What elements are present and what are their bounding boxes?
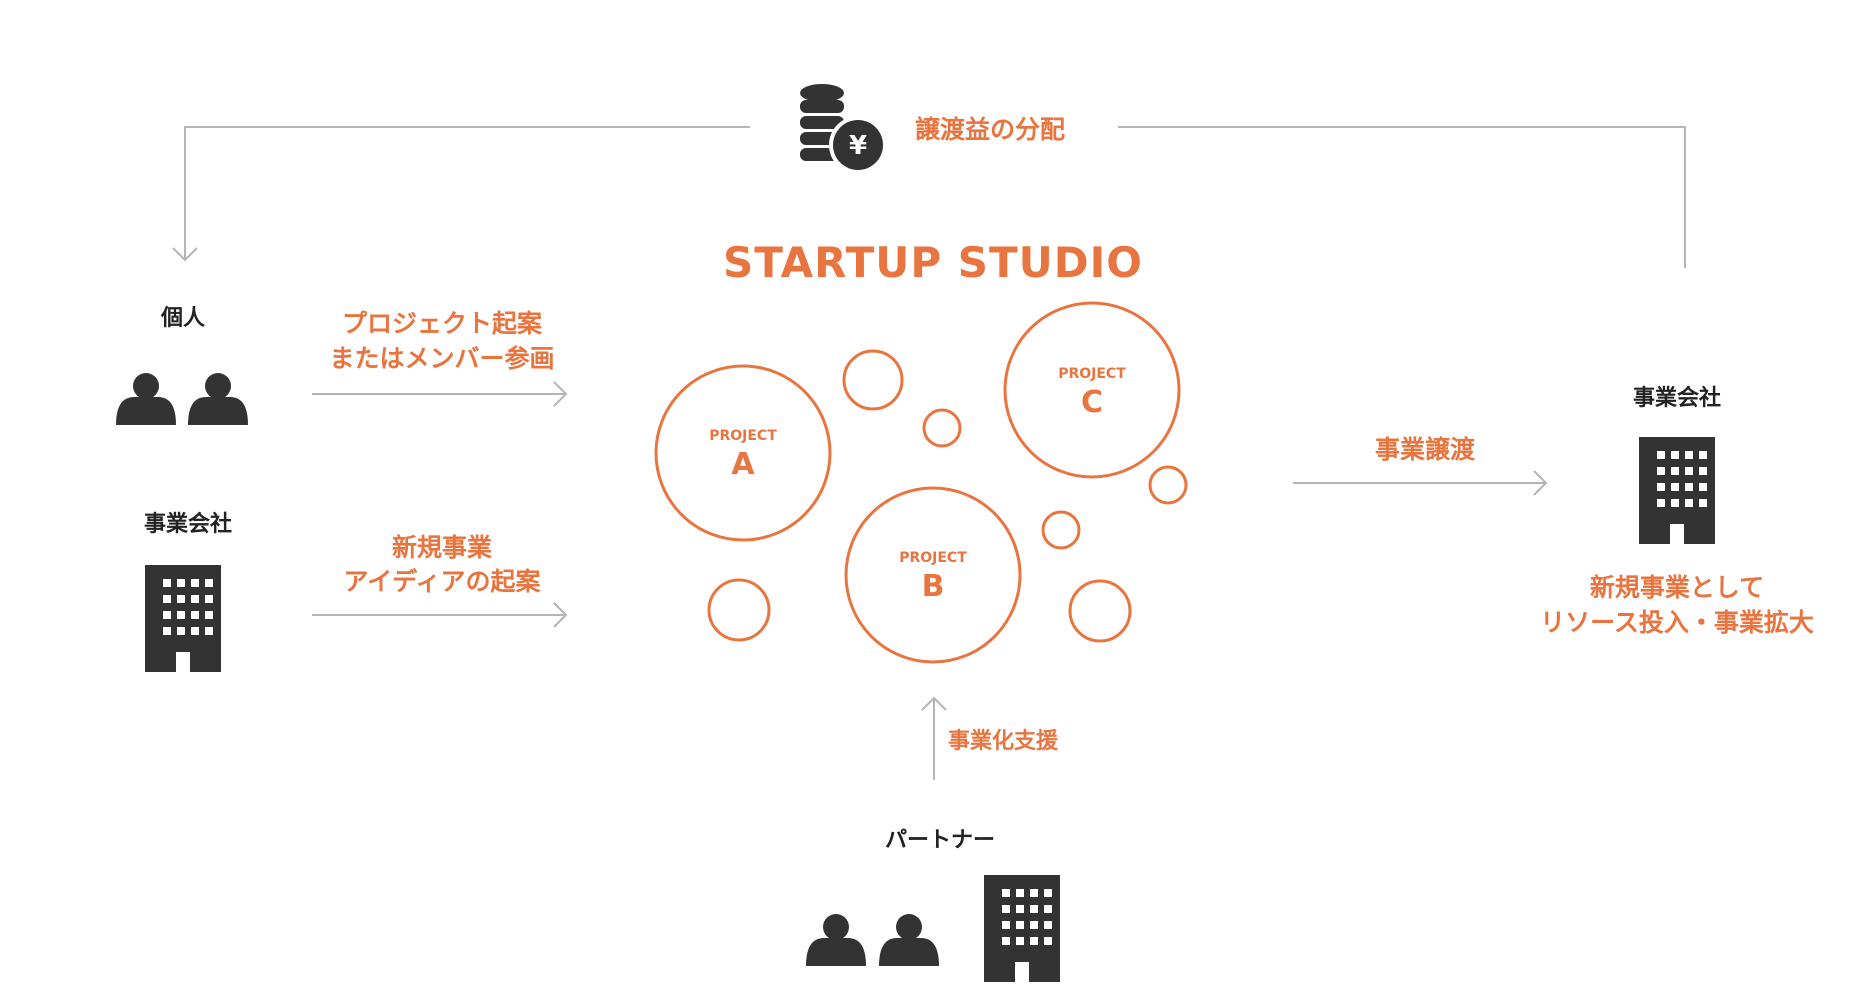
partner-label: パートナー <box>884 828 995 853</box>
project-a-circle <box>654 364 832 542</box>
person-icon <box>116 373 176 425</box>
project-a-caption: PROJECT <box>709 428 777 444</box>
office-building-icon <box>145 565 221 672</box>
yen-symbol: ¥ <box>849 131 867 161</box>
distribution-arrowhead <box>172 247 198 262</box>
bubble-small <box>842 349 904 411</box>
right-company-caption-2: リソース投入・事業拡大 <box>1540 608 1814 637</box>
project-c-circle <box>1003 301 1181 479</box>
bubble-small <box>1041 510 1081 550</box>
bubble-small <box>1148 465 1188 505</box>
bubble-small <box>922 408 962 448</box>
studio-bubbles <box>654 301 1188 664</box>
individual-arrow-label-2: またはメンバー参画 <box>329 344 555 373</box>
left-company-label: 事業会社 <box>143 512 232 537</box>
company-arrow-label-1: 新規事業 <box>391 533 492 562</box>
person-icon <box>879 914 939 966</box>
office-building-icon <box>1639 437 1715 544</box>
company-arrowhead <box>553 602 568 628</box>
transfer-arrow <box>1293 470 1548 496</box>
office-building-icon <box>984 875 1060 982</box>
individual-arrowhead <box>553 381 568 407</box>
project-c-letter: C <box>1080 385 1104 420</box>
project-c-caption: PROJECT <box>1058 366 1126 382</box>
right-company-caption-1: 新規事業として <box>1589 573 1765 602</box>
person-icon <box>188 373 248 425</box>
project-b-circle <box>844 486 1022 664</box>
bubble-small <box>707 578 771 642</box>
project-b-caption: PROJECT <box>899 550 967 566</box>
project-b-letter: B <box>921 569 945 604</box>
bubble-small <box>1068 579 1132 643</box>
person-icon <box>806 914 866 966</box>
support-arrow <box>921 696 947 780</box>
distribution-loop-line <box>172 126 1686 268</box>
individual-arrow-label-1: プロジェクト起案 <box>341 309 542 338</box>
coin-stack-yen-icon: ¥ <box>800 84 887 174</box>
company-arrow-label-2: アイディアの起案 <box>343 567 541 596</box>
studio-title: STARTUP STUDIO <box>723 238 1143 287</box>
distribution-line-left <box>184 126 750 260</box>
individual-label: 個人 <box>160 306 205 331</box>
left-arrows <box>312 381 568 628</box>
right-company-label: 事業会社 <box>1632 386 1721 411</box>
distribution-label: 譲渡益の分配 <box>914 115 1065 144</box>
project-a-letter: A <box>731 447 755 482</box>
distribution-line-right <box>1118 126 1686 268</box>
transfer-arrow-label: 事業譲渡 <box>1374 435 1475 464</box>
support-arrow-label: 事業化支援 <box>948 729 1059 754</box>
